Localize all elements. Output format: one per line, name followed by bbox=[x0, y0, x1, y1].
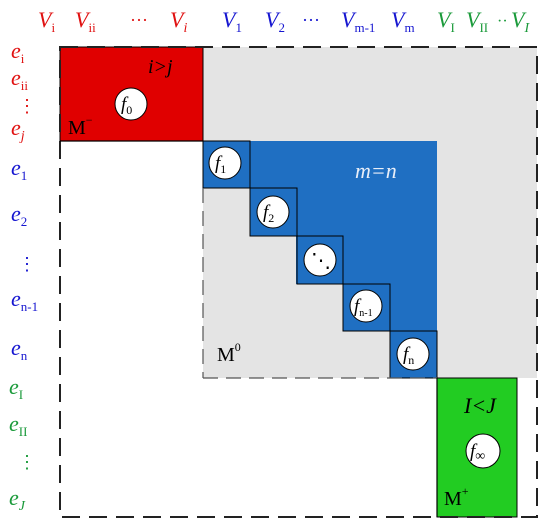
condition-i-gt-j: i>j bbox=[148, 56, 173, 78]
block-m-minus: i>j f0 M− bbox=[68, 56, 173, 139]
row-label-en-1: e bbox=[11, 286, 21, 311]
svg-text:f2: f2 bbox=[263, 202, 274, 225]
row-label-e1: e bbox=[11, 155, 21, 180]
block-m-plus: I<J f∞ M+ bbox=[444, 393, 501, 510]
row-label-vdots-green: ⋮ bbox=[18, 452, 36, 472]
row-label-en: e bbox=[11, 335, 21, 360]
col-label-Vi-last: V bbox=[170, 7, 186, 32]
svg-text:en: en bbox=[11, 335, 28, 363]
svg-text:eii: eii bbox=[11, 65, 28, 93]
column-labels-red: Vi Vii ··· Vi bbox=[38, 7, 187, 36]
col-label-ellipsis-blue: ··· bbox=[302, 10, 320, 30]
svg-text:VI: VI bbox=[437, 7, 455, 35]
row-label-eI: e bbox=[9, 374, 19, 399]
row-labels-green: eI eII ⋮ eJ bbox=[9, 374, 36, 514]
svg-text:V1: V1 bbox=[222, 7, 242, 35]
col-label-Vi: V bbox=[38, 7, 54, 32]
column-labels-green: VI VII ·· VI bbox=[437, 7, 530, 36]
row-label-eJ: e bbox=[9, 485, 19, 510]
f1-node: f1 bbox=[208, 146, 242, 180]
svg-text:f0: f0 bbox=[121, 94, 132, 117]
diagonal-cells bbox=[202, 140, 438, 379]
row-labels-red: ei eii ⋮ ej bbox=[11, 38, 36, 144]
col-label-Vii: V bbox=[75, 7, 91, 32]
svg-text:⋱: ⋱ bbox=[311, 250, 331, 272]
row-label-ej: e bbox=[11, 115, 21, 140]
col-label-Vm-1: V bbox=[341, 7, 357, 32]
svg-text:Vi: Vi bbox=[38, 7, 55, 35]
svg-text:V2: V2 bbox=[265, 7, 285, 35]
row-label-e2: e bbox=[11, 201, 21, 226]
condition-m-eq-n: m=n bbox=[355, 158, 397, 183]
fn-node: fn bbox=[396, 337, 430, 371]
m-zero-label: M0 bbox=[217, 340, 241, 366]
svg-text:ej: ej bbox=[11, 115, 25, 144]
svg-text:Vii: Vii bbox=[75, 7, 96, 35]
svg-text:Vi: Vi bbox=[170, 7, 187, 36]
row-label-ei: e bbox=[11, 38, 21, 63]
col-label-Vm: V bbox=[391, 7, 407, 32]
col-label-VII: V bbox=[466, 7, 482, 32]
svg-text:fn-1: fn-1 bbox=[354, 296, 373, 319]
svg-text:M+: M+ bbox=[444, 484, 469, 510]
svg-text:eJ: eJ bbox=[9, 485, 26, 514]
svg-text:eI: eI bbox=[9, 374, 23, 402]
f0-label: f bbox=[121, 94, 129, 115]
svg-text:eII: eII bbox=[9, 411, 27, 439]
col-label-ellipsis-green: ·· bbox=[497, 13, 508, 30]
col-label-VI-last: V bbox=[511, 7, 527, 32]
col-label-V2: V bbox=[265, 7, 281, 32]
svg-text:fn: fn bbox=[403, 344, 414, 367]
row-label-eii: e bbox=[11, 65, 21, 90]
svg-text:e2: e2 bbox=[11, 201, 27, 229]
f2-node: f2 bbox=[256, 195, 290, 229]
row-labels-blue: e1 e2 ⋮ en-1 en bbox=[11, 155, 38, 363]
row-label-eII: e bbox=[9, 411, 19, 436]
col-label-V1: V bbox=[222, 7, 238, 32]
fn-1-node: fn-1 bbox=[349, 289, 383, 323]
m-plus-label: M bbox=[444, 488, 462, 510]
row-label-vdots-blue: ⋮ bbox=[18, 254, 36, 274]
svg-text:Vm-1: Vm-1 bbox=[341, 7, 375, 35]
diagonal-dots-node: ⋱ bbox=[303, 243, 337, 277]
svg-text:M−: M− bbox=[68, 113, 93, 139]
row-label-vdots-red: ⋮ bbox=[18, 96, 36, 116]
svg-text:f1: f1 bbox=[215, 153, 226, 176]
svg-text:VI: VI bbox=[511, 7, 530, 36]
col-label-VI: V bbox=[437, 7, 453, 32]
svg-text:e1: e1 bbox=[11, 155, 27, 183]
svg-text:Vm: Vm bbox=[391, 7, 415, 35]
m-minus-label: M bbox=[68, 117, 86, 139]
condition-I-lt-J: I<J bbox=[463, 393, 497, 418]
col-label-ellipsis-red: ··· bbox=[130, 10, 148, 30]
svg-text:VII: VII bbox=[466, 7, 488, 35]
diagonal-functions: f1 f2 ⋱ fn-1 fn bbox=[208, 146, 430, 371]
svg-text:en-1: en-1 bbox=[11, 286, 38, 314]
f-infinity-label: f bbox=[470, 441, 478, 462]
svg-text:f∞: f∞ bbox=[470, 441, 485, 464]
column-labels-blue: V1 V2 ··· Vm-1 Vm bbox=[222, 7, 415, 35]
svg-text:ei: ei bbox=[11, 38, 25, 66]
outer-dashed-border bbox=[59, 46, 538, 518]
